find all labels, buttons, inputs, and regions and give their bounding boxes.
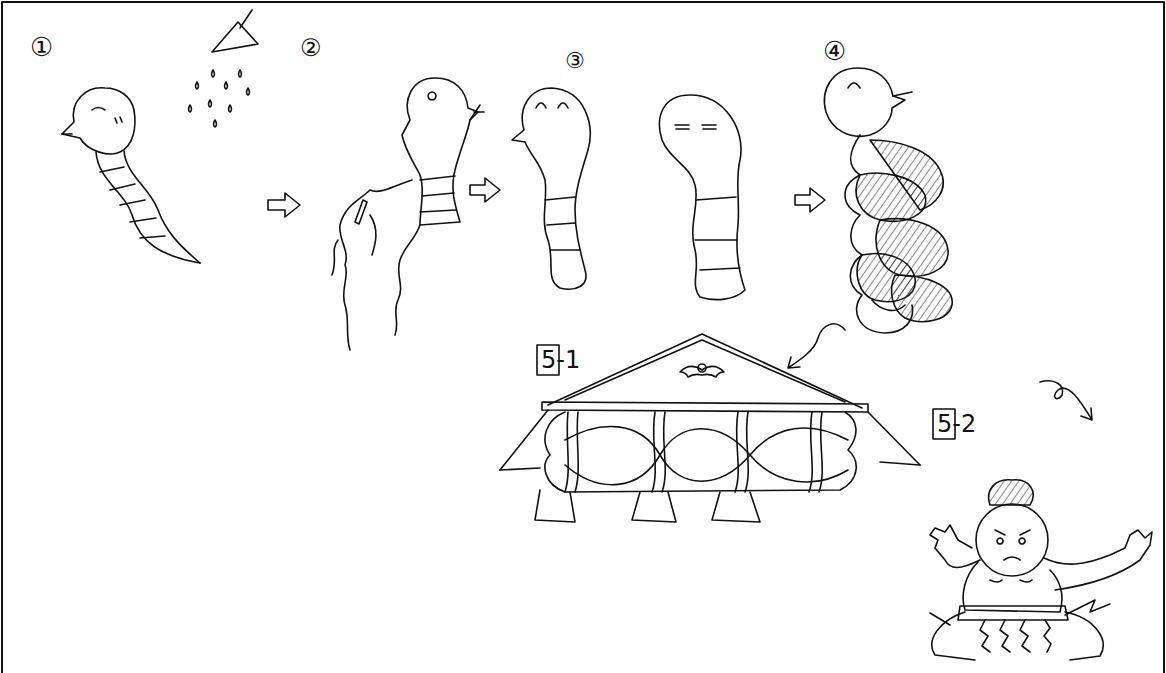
pointer-arrow (1040, 381, 1092, 420)
step-arrow (470, 178, 500, 202)
callout-number: 5-1 (541, 348, 580, 372)
step-number: ② (300, 36, 322, 60)
temple-roll (500, 334, 920, 522)
limp-worm (659, 95, 745, 300)
step-arrow (795, 188, 825, 212)
callout-number: 5-2 (937, 412, 976, 436)
step-number: ④ (823, 38, 846, 64)
step-arrow (268, 193, 300, 217)
soft-worm (512, 88, 590, 289)
shower-worm (62, 10, 258, 263)
shedding-worm (332, 78, 484, 350)
stuffed-worm (824, 68, 952, 333)
step-number: ① (30, 34, 53, 60)
step-number: ③ (565, 50, 585, 72)
pointer-arrow (788, 324, 845, 368)
sumo-wrestler (930, 480, 1152, 660)
